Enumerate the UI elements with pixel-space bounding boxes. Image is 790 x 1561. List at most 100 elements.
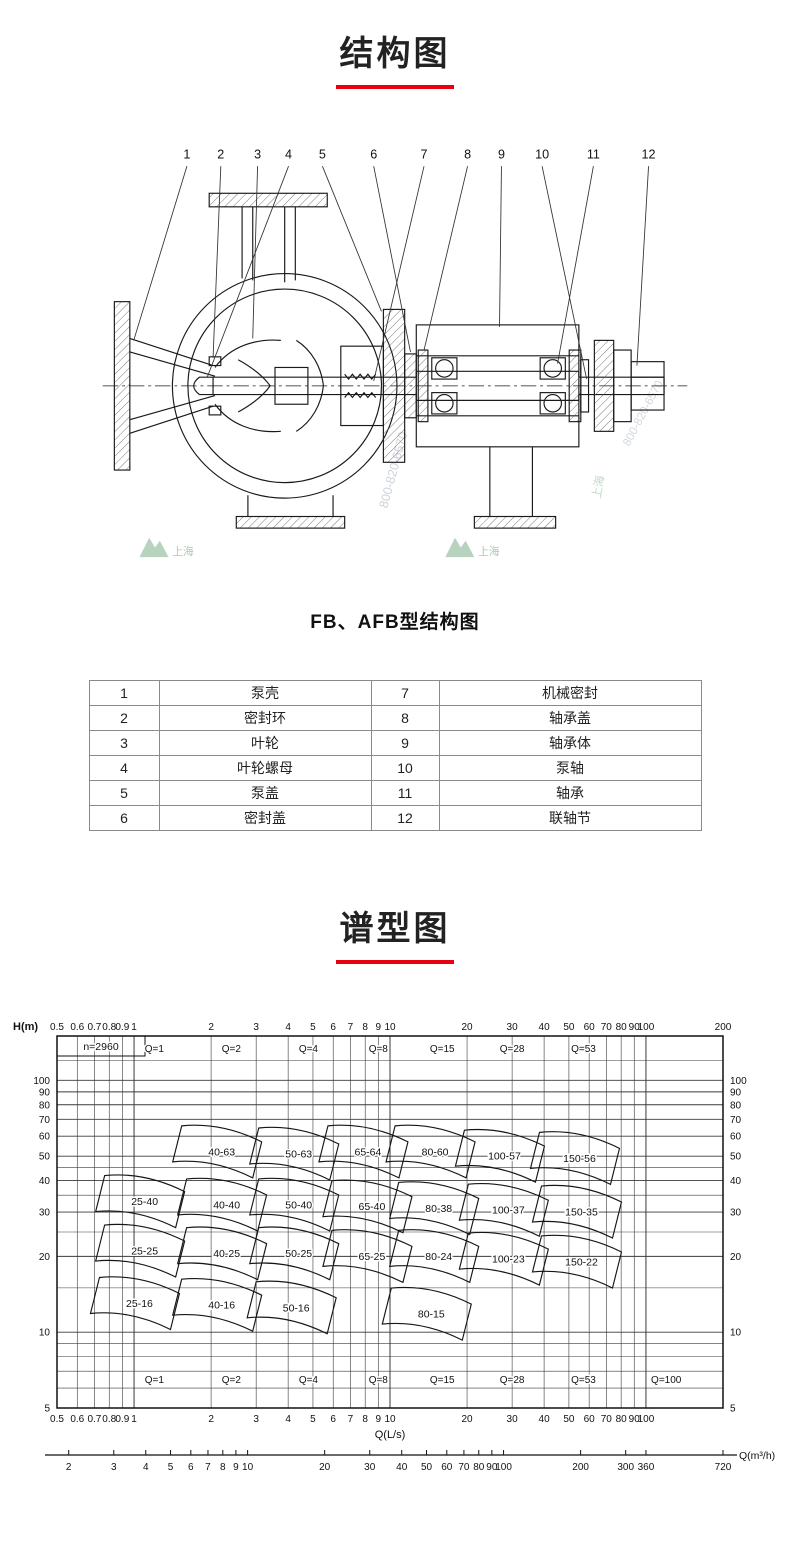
svg-text:Q=1: Q=1: [145, 1375, 165, 1386]
part-name: 密封环: [158, 705, 372, 731]
table-row: 2 密封环 8 轴承盖: [88, 705, 702, 731]
page: 结构图 800-820-6570 800-820-6570 上海 上海 上海: [0, 0, 790, 1473]
svg-text:60: 60: [441, 1462, 453, 1473]
svg-text:10: 10: [384, 1022, 396, 1033]
red-underline: [336, 85, 454, 89]
svg-text:80-15: 80-15: [418, 1309, 445, 1321]
svg-text:0.6: 0.6: [70, 1022, 84, 1033]
part-no: 1: [88, 680, 160, 706]
svg-text:Q=15: Q=15: [430, 1375, 455, 1386]
discharge-flange: [208, 192, 328, 208]
svg-text:7: 7: [348, 1414, 354, 1425]
structure-section-header: 结构图: [0, 0, 790, 89]
svg-text:60: 60: [584, 1022, 596, 1033]
svg-text:4: 4: [143, 1462, 149, 1473]
svg-text:25-16: 25-16: [126, 1298, 153, 1310]
svg-text:10: 10: [39, 1328, 51, 1339]
svg-text:30: 30: [507, 1414, 519, 1425]
part-no: 4: [88, 755, 160, 781]
bearing-cap-left: [417, 349, 429, 423]
svg-text:80: 80: [616, 1414, 628, 1425]
svg-text:0.8: 0.8: [102, 1022, 116, 1033]
part-name: 叶轮: [158, 730, 372, 756]
svg-text:40: 40: [396, 1462, 408, 1473]
callout-10: 10: [535, 147, 549, 161]
seal-ring-bottom: [208, 405, 222, 416]
svg-text:50: 50: [730, 1152, 742, 1163]
leader-lines: [133, 166, 649, 382]
svg-text:8: 8: [362, 1022, 368, 1033]
table-row: 5 泵盖 11 轴承: [88, 780, 702, 806]
svg-text:Q=53: Q=53: [571, 1044, 596, 1055]
svg-text:200: 200: [572, 1462, 589, 1473]
svg-text:5: 5: [168, 1462, 174, 1473]
svg-text:1: 1: [131, 1414, 137, 1425]
svg-text:150-56: 150-56: [563, 1153, 596, 1165]
callout-4: 4: [285, 147, 292, 161]
svg-text:80: 80: [730, 1100, 742, 1111]
svg-text:25-25: 25-25: [131, 1246, 158, 1258]
part-no: 9: [370, 730, 440, 756]
svg-text:0.5: 0.5: [50, 1022, 64, 1033]
svg-text:50: 50: [563, 1022, 575, 1033]
watermark-logo-icon: [445, 537, 475, 558]
svg-text:60: 60: [730, 1132, 742, 1143]
svg-text:20: 20: [39, 1252, 51, 1263]
selection-section-header: 谱型图: [0, 831, 790, 964]
svg-text:720: 720: [715, 1462, 732, 1473]
svg-text:Q=15: Q=15: [430, 1044, 455, 1055]
part-name: 泵轴: [438, 755, 702, 781]
svg-text:9: 9: [376, 1022, 382, 1033]
watermark-logo-left: 上海: [139, 537, 194, 558]
svg-text:Q=28: Q=28: [500, 1044, 525, 1055]
part-no: 10: [370, 755, 440, 781]
svg-text:Q=8: Q=8: [369, 1375, 389, 1386]
part-name: 泵盖: [158, 780, 372, 806]
svg-text:40-25: 40-25: [213, 1248, 240, 1260]
svg-text:30: 30: [39, 1208, 51, 1219]
svg-text:30: 30: [730, 1208, 742, 1219]
structure-title: 结构图: [339, 35, 451, 73]
bearing-housing: [415, 324, 590, 529]
svg-text:0.7: 0.7: [87, 1414, 101, 1425]
svg-text:50-40: 50-40: [285, 1199, 312, 1211]
svg-text:4: 4: [285, 1414, 291, 1425]
svg-text:Q=8: Q=8: [369, 1044, 389, 1055]
svg-text:70: 70: [601, 1022, 613, 1033]
svg-text:65-25: 65-25: [359, 1251, 386, 1263]
svg-text:6: 6: [330, 1022, 336, 1033]
svg-text:40: 40: [539, 1414, 551, 1425]
svg-text:10: 10: [384, 1414, 396, 1425]
svg-text:20: 20: [461, 1022, 473, 1033]
svg-text:Q=2: Q=2: [222, 1375, 242, 1386]
table-row: 1 泵壳 7 机械密封: [88, 680, 702, 706]
svg-text:2: 2: [208, 1022, 214, 1033]
svg-text:5: 5: [44, 1404, 50, 1415]
table-row: 4 叶轮螺母 10 泵轴: [88, 755, 702, 781]
svg-text:8: 8: [220, 1462, 226, 1473]
part-no: 12: [370, 805, 440, 831]
svg-text:70: 70: [730, 1115, 742, 1126]
svg-text:300: 300: [617, 1462, 634, 1473]
svg-text:90: 90: [629, 1022, 641, 1033]
part-name: 密封盖: [158, 805, 372, 831]
svg-text:Q=53: Q=53: [571, 1375, 596, 1386]
svg-text:90: 90: [39, 1087, 51, 1098]
svg-text:Q=1: Q=1: [145, 1044, 165, 1055]
svg-text:40: 40: [730, 1176, 742, 1187]
svg-text:6: 6: [188, 1462, 194, 1473]
callout-numbers: 1 2 3 4 5 6 7 8 9 10 11 12: [183, 147, 655, 161]
red-underline: [336, 960, 454, 964]
parts-table: 1 泵壳 7 机械密封 2 密封环 8 轴承盖 3 叶轮 9 轴承体 4 叶轮螺…: [88, 680, 702, 831]
part-name: 轴承: [438, 780, 702, 806]
part-name: 泵壳: [158, 680, 372, 706]
svg-text:80-60: 80-60: [422, 1146, 449, 1158]
svg-text:50: 50: [563, 1414, 575, 1425]
svg-text:20: 20: [319, 1462, 331, 1473]
callout-8: 8: [464, 147, 471, 161]
svg-text:20: 20: [461, 1414, 473, 1425]
svg-text:2: 2: [66, 1462, 72, 1473]
svg-text:80: 80: [473, 1462, 485, 1473]
svg-text:200: 200: [715, 1022, 732, 1033]
part-no: 3: [88, 730, 160, 756]
